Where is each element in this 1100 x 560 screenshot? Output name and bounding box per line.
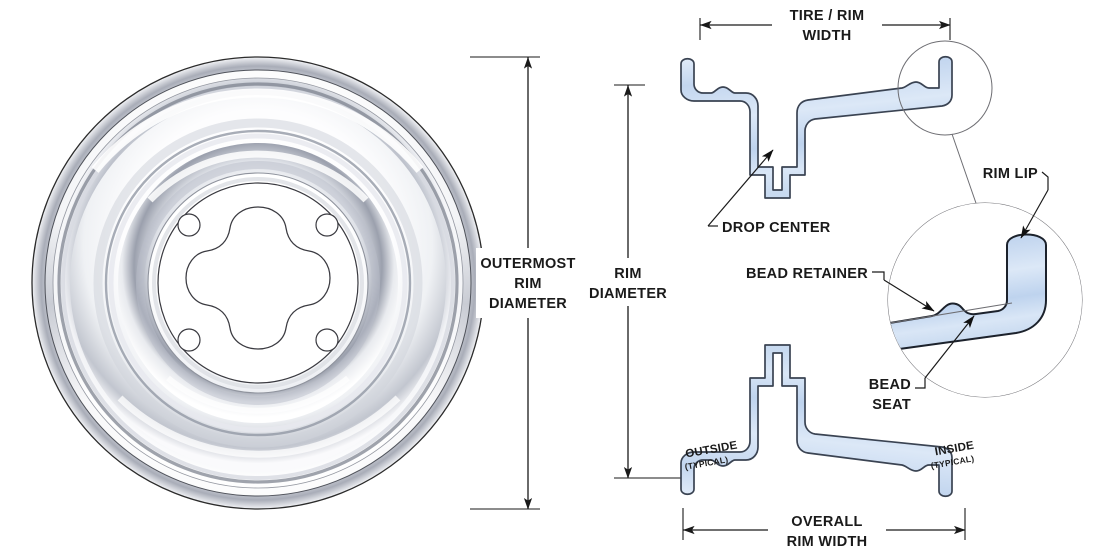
bead-seat-label-line1: BEAD	[869, 377, 911, 393]
leader-drop-center: DROP CENTER	[707, 149, 831, 236]
overall-rim-width-label-line2: RIM WIDTH	[787, 534, 868, 550]
overall-rim-width-label-line1: OVERALL	[791, 514, 862, 530]
outermost-rim-diameter-label-line3: DIAMETER	[489, 296, 567, 312]
dimension-outermost-rim-diameter: OUTERMOST RIM DIAMETER	[470, 56, 586, 510]
rim-diameter-label-line2: DIAMETER	[589, 286, 667, 302]
wheel-front-view	[31, 56, 485, 510]
dimension-rim-diameter: RIM DIAMETER	[576, 84, 700, 479]
outermost-rim-diameter-label-line2: RIM	[514, 276, 541, 292]
rim-diameter-label-line1: RIM	[614, 266, 641, 282]
bolt-hole	[315, 328, 339, 352]
rim-cross-section-lower	[680, 344, 953, 498]
tire-rim-width-label-line1: TIRE / RIM	[790, 8, 865, 24]
hub-lobed-opening	[185, 206, 331, 350]
outermost-rim-diameter-label-line1: OUTERMOST	[480, 256, 575, 272]
detail-profile-group	[888, 203, 1082, 397]
dimension-overall-rim-width: OVERALL RIM WIDTH	[682, 508, 966, 554]
bolt-hole	[177, 213, 201, 237]
bolt-hole	[315, 213, 339, 237]
bolt-hole	[177, 328, 201, 352]
label-inside-typical: INSIDE (TYPICAL)	[930, 440, 975, 471]
bead-retainer-label: BEAD RETAINER	[746, 266, 868, 282]
rim-profile-section-upper	[680, 55, 953, 199]
drop-center-label: DROP CENTER	[722, 220, 831, 236]
bead-seat-label-line2: SEAT	[872, 397, 911, 413]
rim-lip-label: RIM LIP	[983, 166, 1038, 182]
rim-lip-detail-magnification: RIM LIP BEAD RETAINER BEAD SEAT	[746, 166, 1083, 413]
